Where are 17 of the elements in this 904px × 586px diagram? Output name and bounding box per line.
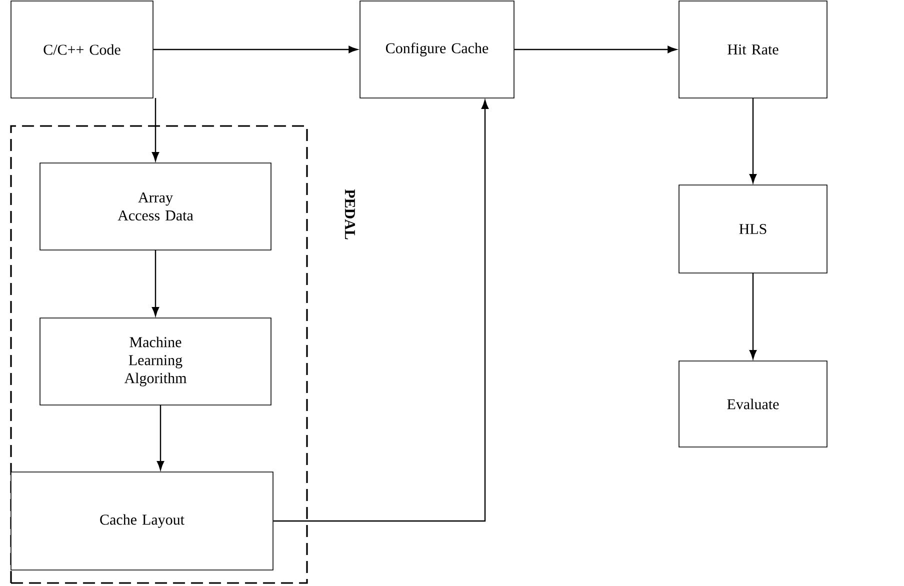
process-box: C/C++ Code (10, 0, 154, 98)
arrow (152, 98, 160, 162)
arrow (749, 273, 757, 360)
process-box: Machine Learning Algorithm (40, 318, 272, 406)
arrow (156, 405, 164, 470)
process-box: Configure Cache (360, 0, 514, 98)
process-box: HLS (678, 184, 828, 274)
process-box: Array Access Data (40, 162, 272, 250)
arrow (153, 46, 358, 54)
arrow (749, 98, 757, 184)
arrow (273, 100, 489, 522)
process-box: Cache Layout (10, 472, 274, 570)
process-box: Evaluate (678, 360, 828, 448)
group-label: PEDAL (345, 189, 355, 240)
arrow (152, 250, 160, 316)
arrow (514, 46, 677, 54)
process-box: Hit Rate (678, 0, 828, 98)
